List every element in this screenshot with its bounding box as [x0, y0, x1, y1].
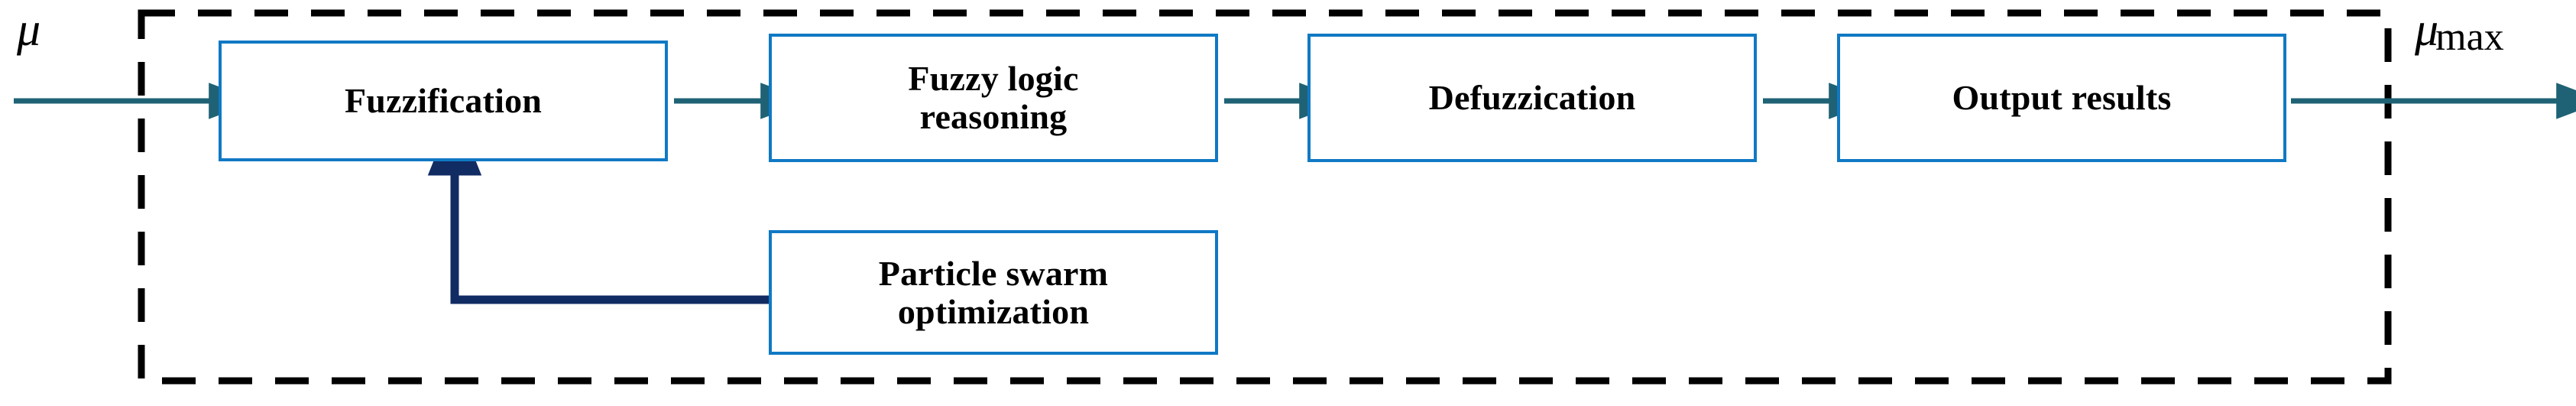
block-label-output-results: Output results	[1952, 78, 2172, 118]
mu-max-subscript: max	[2435, 15, 2504, 59]
mu-glyph: μ	[2415, 4, 2439, 56]
output-symbol-mu-max: μmax	[2415, 3, 2504, 59]
block-label-fuzzification: Fuzzification	[344, 81, 543, 121]
block-fuzzification[interactable]: Fuzzification	[222, 44, 665, 158]
mu-glyph: μ	[17, 4, 41, 56]
arrow-pso-to-fuzzification	[427, 108, 772, 304]
block-defuzzication[interactable]: Defuzzication	[1311, 37, 1754, 159]
block-output-results[interactable]: Output results	[1840, 37, 2283, 159]
dashed-enclosure	[138, 9, 2392, 385]
input-symbol-mu: μ	[17, 3, 41, 57]
block-label-defuzzication: Defuzzication	[1428, 78, 1636, 118]
